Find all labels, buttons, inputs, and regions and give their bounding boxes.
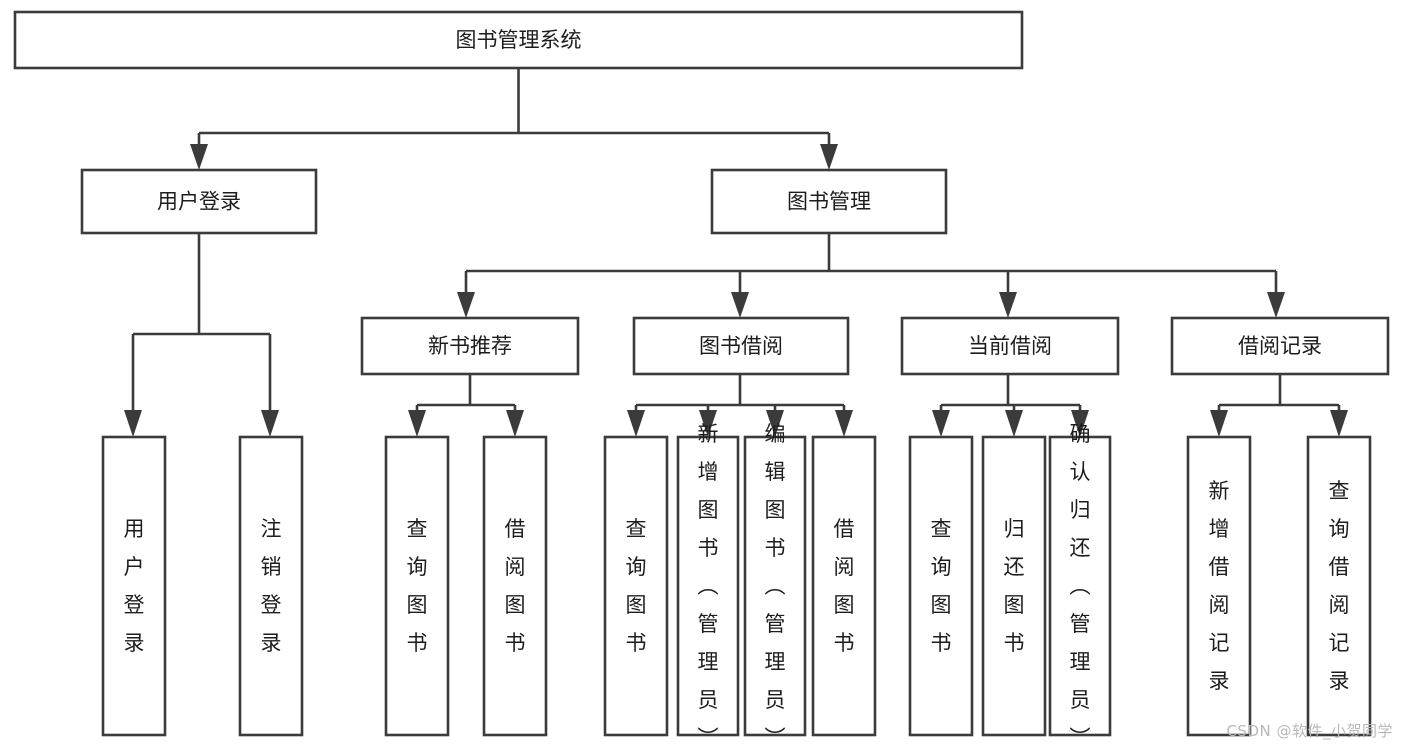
node-root-box[interactable] xyxy=(13,10,1024,70)
leaf-node[interactable]: 新增图书︵管理员︶ xyxy=(676,422,740,747)
leaf-node-label: 注销登录 xyxy=(261,517,282,655)
node-layer: 图书管理系统 用户登录 图书管理 新书推荐 图书借阅 当前 xyxy=(13,10,1390,747)
arrow-leaf-query-book-b xyxy=(627,410,645,437)
arrow-to-book-manage xyxy=(820,144,838,170)
arrow-leaf-query-record xyxy=(1330,410,1348,437)
leaf-node-box[interactable] xyxy=(1048,435,1112,737)
leaf-node[interactable]: 查询图书 xyxy=(603,435,669,737)
arrow-leaf-borrow-book-b xyxy=(835,410,853,437)
arrow-to-user-login xyxy=(190,144,208,170)
leaf-node-box[interactable] xyxy=(1306,435,1372,737)
leaf-node-label: 新增借阅记录 xyxy=(1209,479,1230,693)
arrow-leaf-edit-book xyxy=(766,410,784,437)
node-user-login-box[interactable] xyxy=(80,168,318,235)
node-new-book-recommend-label: 新书推荐 xyxy=(428,334,512,358)
leaf-node[interactable]: 查询图书 xyxy=(908,435,974,737)
leaf-node[interactable]: 注销登录 xyxy=(238,435,304,737)
leaf-node-label: 查询图书 xyxy=(407,517,428,655)
leaf-node-box[interactable] xyxy=(676,435,740,737)
arrow-to-borrow-record xyxy=(1267,292,1285,318)
arrow-leaf-borrow-book-a xyxy=(506,410,524,437)
node-root[interactable]: 图书管理系统 xyxy=(13,10,1024,70)
leaf-node[interactable]: 查询借阅记录 xyxy=(1306,435,1372,737)
leaf-node-label: 借阅图书 xyxy=(834,517,855,655)
arrow-leaf-query-book-a xyxy=(408,410,426,437)
leaf-node-label: 确认归还︵管理员︶ xyxy=(1070,422,1091,747)
arrow-leaf-add-record xyxy=(1210,410,1228,437)
leaf-node-label: 用户登录 xyxy=(124,517,145,655)
leaf-node-box[interactable] xyxy=(743,435,807,737)
leaf-node-label: 编辑图书︵管理员︶ xyxy=(765,422,786,747)
node-book-manage-box[interactable] xyxy=(710,168,948,235)
leaf-node[interactable]: 借阅图书 xyxy=(482,435,548,737)
leaf-node-label: 新增图书︵管理员︶ xyxy=(698,422,719,747)
leaf-node-label: 查询借阅记录 xyxy=(1329,479,1350,693)
leaf-node-box[interactable] xyxy=(384,435,450,737)
node-user-login-label: 用户登录 xyxy=(157,190,241,214)
node-book-manage[interactable]: 图书管理 xyxy=(710,168,948,235)
node-book-borrow-label: 图书借阅 xyxy=(699,334,783,358)
node-current-borrow-label: 当前借阅 xyxy=(968,334,1052,358)
leaf-node[interactable]: 查询图书 xyxy=(384,435,450,737)
arrow-leaf-confirm-return xyxy=(1071,410,1089,437)
node-book-borrow-box[interactable] xyxy=(632,316,850,376)
leaf-node-box[interactable] xyxy=(811,435,877,737)
node-borrow-record-box[interactable] xyxy=(1170,316,1390,376)
leaf-node-label: 归还图书 xyxy=(1004,517,1025,655)
leaf-node[interactable]: 确认归还︵管理员︶ xyxy=(1048,422,1112,747)
node-book-borrow[interactable]: 图书借阅 xyxy=(632,316,850,376)
arrow-leaf-logout xyxy=(261,410,279,437)
leaf-node[interactable]: 新增借阅记录 xyxy=(1186,435,1252,737)
leaf-node-label: 查询图书 xyxy=(626,517,647,655)
arrow-to-new-book xyxy=(457,292,475,318)
node-current-borrow-box[interactable] xyxy=(900,316,1120,376)
leaf-node[interactable]: 借阅图书 xyxy=(811,435,877,737)
arrow-leaf-return-book xyxy=(1005,410,1023,437)
node-current-borrow[interactable]: 当前借阅 xyxy=(900,316,1120,376)
leaf-node[interactable]: 用户登录 xyxy=(101,435,167,737)
leaf-node-box[interactable] xyxy=(603,435,669,737)
arrow-leaf-query-book-c xyxy=(932,410,950,437)
leaf-node-box[interactable] xyxy=(482,435,548,737)
leaf-node-box[interactable] xyxy=(981,435,1047,737)
leaf-node-box[interactable] xyxy=(238,435,304,737)
leaf-node-label: 借阅图书 xyxy=(505,517,526,655)
node-root-label: 图书管理系统 xyxy=(456,28,582,52)
leaf-node-box[interactable] xyxy=(1186,435,1252,737)
leaf-node[interactable]: 编辑图书︵管理员︶ xyxy=(743,422,807,747)
leaf-node-layer: 用户登录 注销登录 查询图书 借阅图书 查询图书 新增图书︵管理员︶ 编辑图书︵管理员︶ 借阅… xyxy=(101,422,1372,747)
leaf-node-box[interactable] xyxy=(101,435,167,737)
arrow-leaf-add-book xyxy=(699,410,717,437)
connector-layer xyxy=(124,68,1348,437)
arrow-leaf-user-login xyxy=(124,410,142,437)
node-borrow-record[interactable]: 借阅记录 xyxy=(1170,316,1390,376)
node-borrow-record-label: 借阅记录 xyxy=(1238,334,1322,358)
node-book-manage-label: 图书管理 xyxy=(787,190,871,214)
node-user-login[interactable]: 用户登录 xyxy=(80,168,318,235)
arrow-to-book-borrow xyxy=(731,292,749,318)
node-new-book-recommend[interactable]: 新书推荐 xyxy=(360,316,580,376)
leaf-node-box[interactable] xyxy=(908,435,974,737)
leaf-node-label: 查询图书 xyxy=(931,517,952,655)
arrow-to-current-borrow xyxy=(999,292,1017,318)
node-new-book-recommend-box[interactable] xyxy=(360,316,580,376)
leaf-node[interactable]: 归还图书 xyxy=(981,435,1047,737)
